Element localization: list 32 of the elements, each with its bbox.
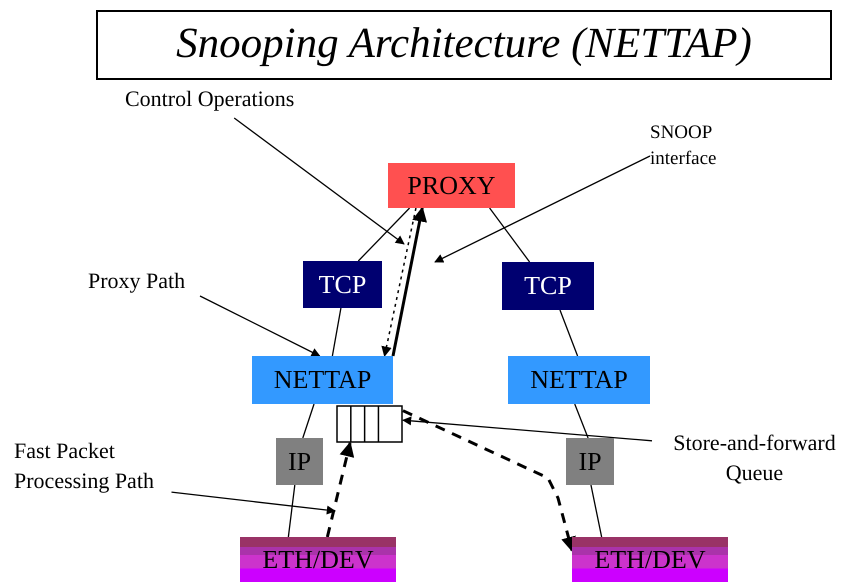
connector-line bbox=[574, 404, 589, 438]
callout-label: Proxy Path bbox=[88, 266, 200, 296]
leader-line bbox=[402, 416, 652, 442]
callout-label: Store-and-forward Queue bbox=[652, 428, 857, 492]
nettap-box: NETTAP bbox=[252, 356, 393, 404]
nettap-box: NETTAP bbox=[508, 356, 650, 404]
eth-dev-box: ETH/DEV bbox=[240, 537, 396, 582]
tcp-box: TCP bbox=[502, 262, 594, 310]
connector-line bbox=[288, 484, 296, 538]
ip-box: IP bbox=[276, 438, 323, 485]
callout-label: SNOOP interface bbox=[650, 120, 770, 180]
arrow bbox=[402, 409, 576, 552]
title-box: Snooping Architecture (NETTAP) bbox=[96, 10, 832, 80]
leader-line bbox=[200, 295, 320, 357]
connector-line bbox=[302, 404, 315, 438]
connector-line bbox=[559, 310, 578, 356]
leader-line bbox=[234, 117, 405, 245]
connector-line bbox=[332, 308, 342, 356]
connector-line bbox=[489, 208, 530, 262]
arrow bbox=[381, 208, 417, 358]
leader-line bbox=[434, 155, 650, 263]
arrow bbox=[326, 442, 354, 538]
arrow bbox=[392, 206, 428, 356]
leader-line bbox=[171, 492, 336, 515]
eth-dev-box: ETH/DEV bbox=[572, 537, 728, 582]
connector-line bbox=[590, 484, 602, 538]
callout-label: Control Operations bbox=[125, 84, 385, 118]
callout-label: Fast Packet Processing Path bbox=[14, 436, 189, 508]
tcp-box: TCP bbox=[303, 261, 382, 308]
proxy-box: PROXY bbox=[388, 163, 515, 208]
connector-line bbox=[358, 208, 410, 262]
ip-box: IP bbox=[566, 438, 614, 485]
